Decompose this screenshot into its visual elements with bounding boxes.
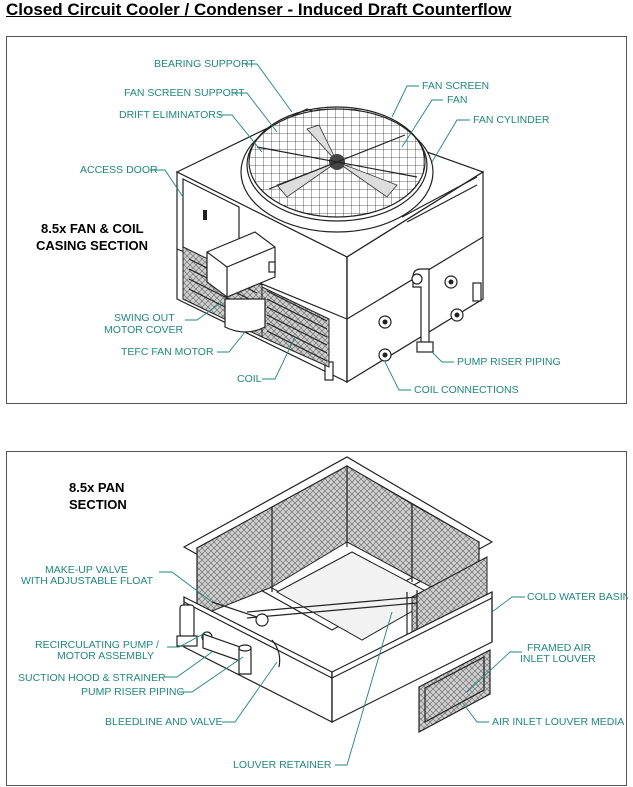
label-coil: COIL — [237, 373, 262, 385]
coil-connections — [378, 273, 464, 362]
label-bearing-support: BEARING SUPPORT — [154, 58, 255, 70]
top-section-heading-1: 8.5x FAN & COIL — [41, 221, 144, 236]
label-fan-screen: FAN SCREEN — [422, 80, 489, 92]
pan-section-heading-2: SECTION — [69, 497, 127, 512]
label-air-inlet-media: AIR INLET LOUVER MEDIA — [492, 716, 624, 728]
pan-section-heading-1: 8.5x PAN — [69, 480, 124, 495]
tefc-fan-motor — [224, 298, 266, 333]
fan-coil-casing-drawing: BEARING SUPPORT FAN SCREEN SUPPORT DRIFT… — [36, 58, 561, 396]
label-pump-riser-piping-pan: PUMP RISER PIPING — [81, 686, 185, 698]
label-fan-screen-support: FAN SCREEN SUPPORT — [124, 87, 245, 99]
fan-coil-casing-panel: BEARING SUPPORT FAN SCREEN SUPPORT DRIFT… — [6, 36, 627, 404]
pan-section-drawing: 8.5x PAN SECTION MAKE-UP VALVE WITH ADJU… — [18, 456, 628, 771]
leader-lines — [150, 63, 470, 391]
label-suction-hood: SUCTION HOOD & STRAINER — [18, 672, 166, 684]
swing-out-motor-cover — [206, 231, 276, 298]
cold-water-basin — [183, 591, 493, 723]
label-swing-out-1: SWING OUT — [114, 312, 175, 324]
pan-frame — [182, 456, 494, 641]
drift-eliminators — [401, 176, 478, 223]
fan-screen-support — [256, 134, 418, 190]
label-recirc-pump-1: RECIRCULATING PUMP / — [35, 639, 159, 651]
label-fan-cylinder: FAN CYLINDER — [473, 114, 550, 126]
label-make-up-valve-2: WITH ADJUSTABLE FLOAT — [21, 575, 154, 587]
air-inlet-louver-media — [418, 649, 491, 734]
label-swing-out-2: MOTOR COVER — [104, 324, 184, 336]
top-section-heading-2: CASING SECTION — [36, 238, 148, 253]
label-bleedline: BLEEDLINE AND VALVE — [105, 716, 223, 728]
label-tefc-fan-motor: TEFC FAN MOTOR — [121, 346, 214, 358]
label-make-up-valve-1: MAKE-UP VALVE — [45, 564, 128, 576]
label-coil-connections: COIL CONNECTIONS — [414, 384, 519, 396]
label-framed-louver-2: INLET LOUVER — [520, 653, 596, 665]
label-access-door: ACCESS DOOR — [80, 164, 158, 176]
pump-riser-piping-pan — [202, 633, 252, 675]
leader-lines-pan — [159, 571, 525, 766]
pan-section-panel: 8.5x PAN SECTION MAKE-UP VALVE WITH ADJU… — [6, 451, 628, 786]
page-title: Closed Circuit Cooler / Condenser - Indu… — [6, 0, 512, 19]
label-pump-riser-piping-top: PUMP RISER PIPING — [457, 356, 561, 368]
make-up-valve — [211, 601, 269, 627]
label-recirc-pump-2: MOTOR ASSEMBLY — [57, 650, 154, 662]
label-framed-louver-1: FRAMED AIR — [527, 642, 592, 654]
label-louver-retainer: LOUVER RETAINER — [233, 759, 332, 771]
label-fan: FAN — [447, 94, 467, 106]
fan-cylinder — [240, 106, 434, 233]
bleedline-valve — [271, 639, 281, 668]
label-cold-water-basin: COLD WATER BASIN — [527, 591, 628, 603]
label-drift-eliminators: DRIFT ELIMINATORS — [119, 109, 223, 121]
